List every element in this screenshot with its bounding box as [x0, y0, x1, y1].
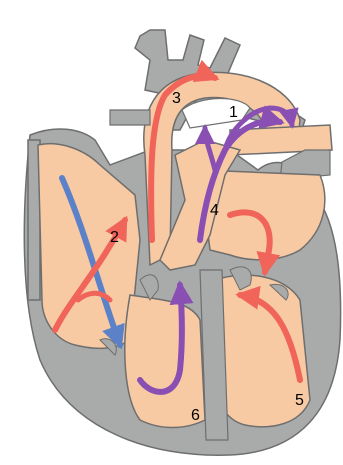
label-4: 4	[210, 202, 219, 219]
label-5: 5	[295, 392, 304, 409]
pulmonary-branch-left	[110, 110, 150, 125]
label-3: 3	[172, 90, 181, 107]
label-2: 2	[110, 229, 119, 246]
label-6: 6	[191, 407, 200, 424]
label-1: 1	[229, 104, 238, 121]
